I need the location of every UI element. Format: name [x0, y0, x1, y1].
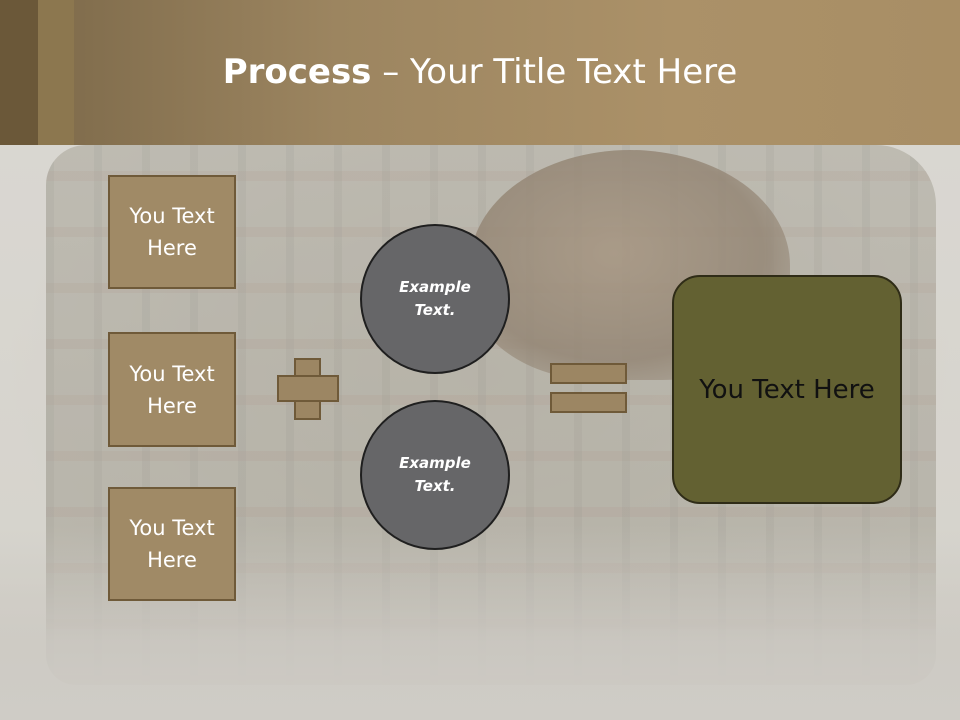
left-text-box-3-label: You Text Here [129, 516, 215, 572]
title-band: Process – Your Title Text Here [0, 0, 960, 145]
left-text-box-2[interactable]: You Text Here [108, 332, 236, 447]
left-text-box-2-label: You Text Here [129, 361, 215, 418]
example-circle-2[interactable]: Example Text. [360, 400, 510, 550]
header-accent-dark [0, 0, 38, 145]
header-accent-mid [38, 0, 74, 145]
left-text-box-1[interactable]: You Text Here [108, 175, 236, 289]
result-text-box-label: You Text Here [699, 374, 875, 405]
slide-title[interactable]: Process – Your Title Text Here [0, 52, 960, 92]
left-text-box-3[interactable]: You Text Here [108, 487, 236, 601]
equals-icon-top-bar [550, 363, 627, 384]
slide-title-bold: Process [222, 52, 372, 92]
equals-icon-bottom-bar [550, 392, 627, 413]
slide-title-rest: – Your Title Text Here [371, 52, 738, 92]
plus-icon-center [296, 377, 319, 400]
result-text-box[interactable]: You Text Here [672, 275, 902, 504]
left-text-box-1-label: You Text Here [129, 204, 215, 260]
example-circle-1[interactable]: Example Text. [360, 224, 510, 374]
example-circle-1-label: Example Text. [399, 278, 471, 319]
example-circle-2-label: Example Text. [399, 454, 471, 495]
